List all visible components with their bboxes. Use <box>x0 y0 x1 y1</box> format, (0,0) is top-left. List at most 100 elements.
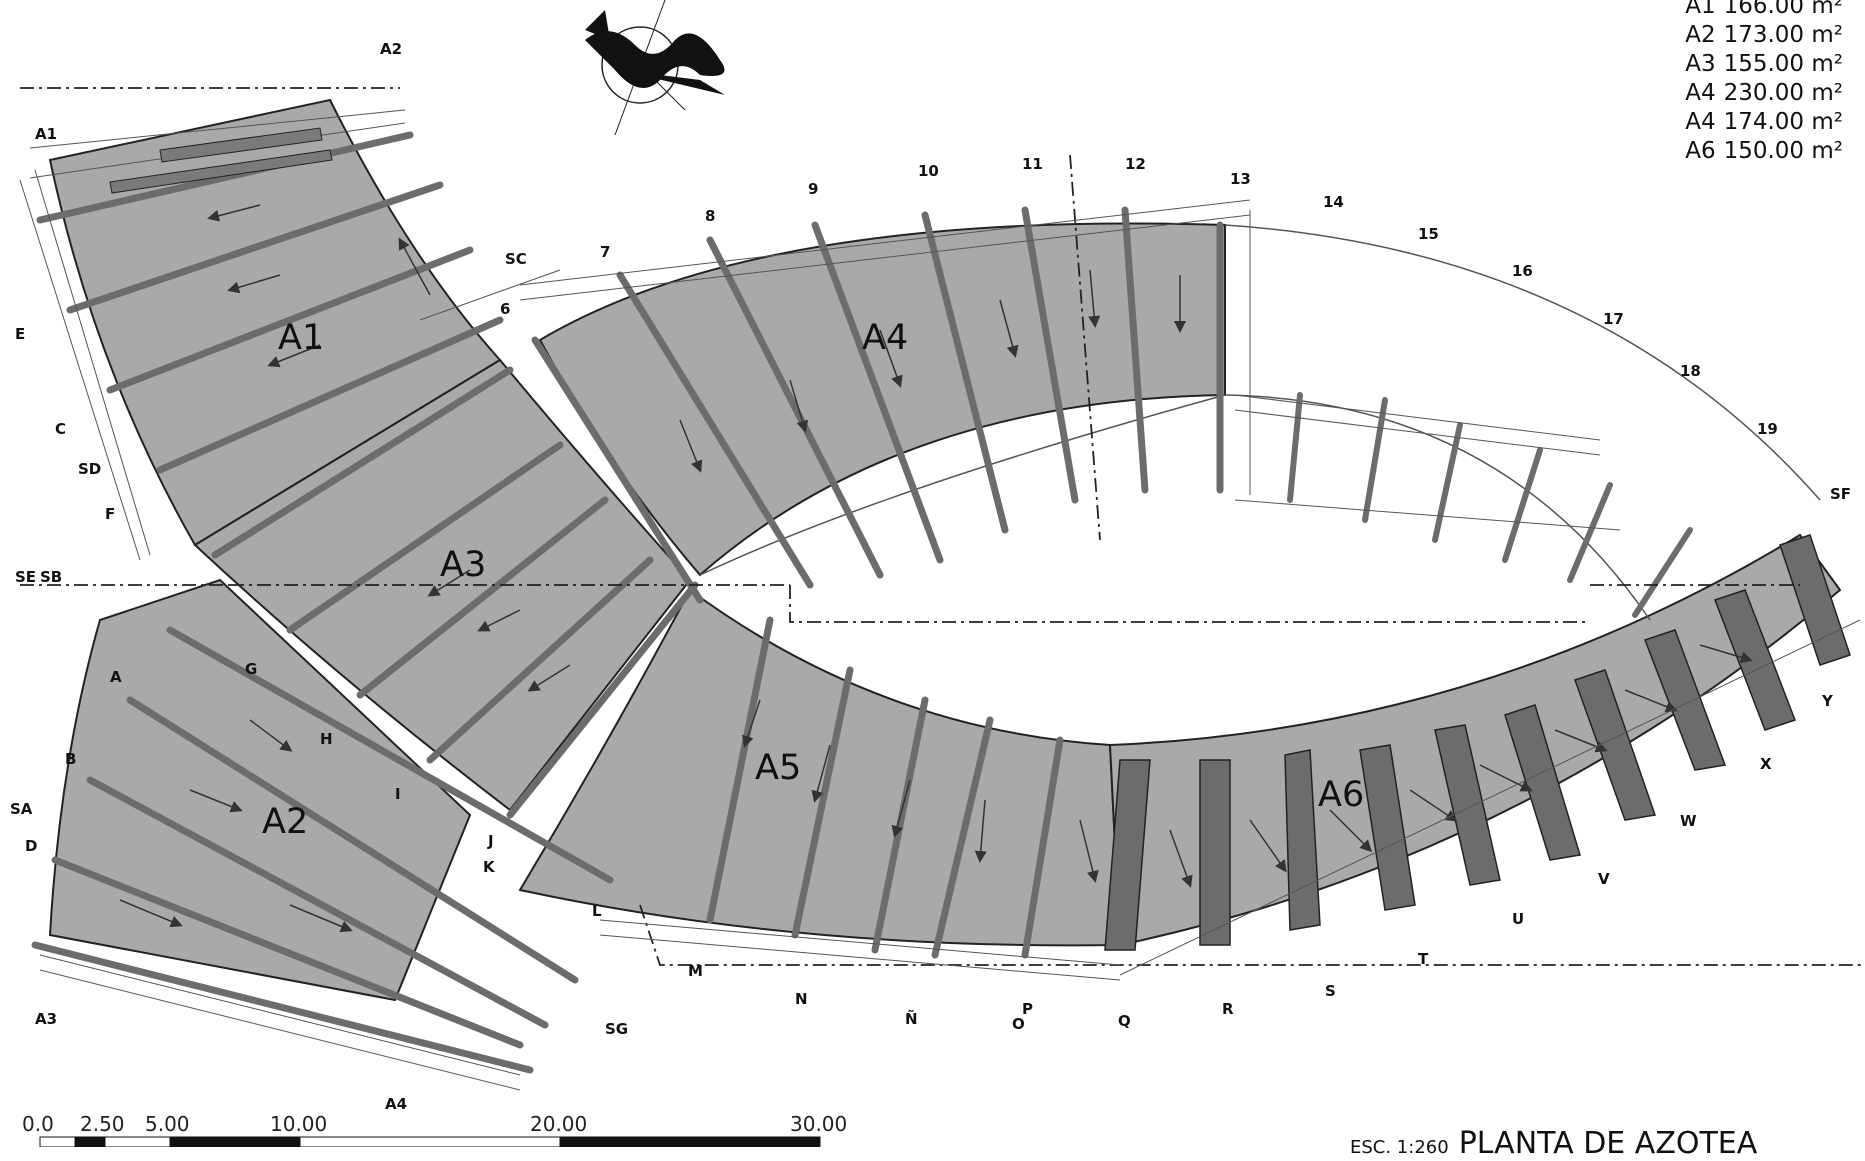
axis-label: U <box>1512 910 1525 928</box>
scale-tick: 5.00 <box>145 1112 190 1136</box>
axis-label: K <box>483 858 495 876</box>
area-label: A4 <box>1685 109 1716 135</box>
axis-label: Y <box>1822 692 1833 710</box>
inner-arc-line <box>1224 394 1651 621</box>
area-row: A4 230.00 m² <box>1685 79 1843 108</box>
roof-parapet-detail <box>109 127 333 194</box>
beams-a6 <box>1104 534 1851 951</box>
axis-label: H <box>320 730 333 748</box>
axis-label: V <box>1598 870 1610 888</box>
inner-arc-line-lower <box>699 394 1226 576</box>
scale-bar <box>39 1136 821 1147</box>
beams-a3 <box>211 366 699 819</box>
beams-a5 <box>706 616 1064 959</box>
axis-label: 19 <box>1757 420 1778 438</box>
beams-a2 <box>31 626 614 1074</box>
axis-label: G <box>245 660 258 678</box>
outer-arc-line <box>1224 224 1821 501</box>
axis-label: P <box>1022 1000 1033 1018</box>
axis-label: B <box>65 750 77 768</box>
zone-a2-slab <box>48 578 472 1002</box>
axis-label: S <box>1325 982 1336 1000</box>
axis-label: 13 <box>1230 170 1251 188</box>
area-value: 166.00 m² <box>1723 0 1843 19</box>
axis-label: C <box>55 420 67 438</box>
area-value: 173.00 m² <box>1723 22 1843 48</box>
zone-label-a5: A5 <box>755 748 802 788</box>
axis-label: L <box>592 902 602 920</box>
beams-a4 <box>531 206 1224 604</box>
zone-label-a4: A4 <box>862 318 909 358</box>
dimension-lines <box>19 109 1861 1091</box>
section-marker: SC <box>505 250 527 268</box>
area-value: 150.00 m² <box>1723 138 1843 164</box>
beams-a1 <box>36 131 504 474</box>
area-label: A3 <box>1685 51 1716 77</box>
area-row: A1 166.00 m² <box>1685 0 1843 21</box>
axis-label: T <box>1418 950 1429 968</box>
axis-label: J <box>488 832 494 850</box>
plan-scale: ESC. 1:260 <box>1350 1137 1449 1158</box>
zone-a5-slab <box>518 588 1122 947</box>
axis-label: 6 <box>500 300 511 318</box>
plan-name: PLANTA DE AZOTEA <box>1458 1126 1758 1161</box>
north-arrow-icon <box>585 0 725 136</box>
area-label: A4 <box>1685 80 1716 106</box>
section-marker: SF <box>1830 485 1852 503</box>
axis-label: A2 <box>380 40 403 58</box>
axis-label: A4 <box>385 1095 408 1113</box>
area-row: A2 173.00 m² <box>1685 21 1843 50</box>
area-row: A3 155.00 m² <box>1685 50 1843 79</box>
scale-tick: 20.00 <box>530 1112 588 1136</box>
beams-right-upper <box>1287 392 1693 618</box>
axis-label: I <box>395 785 401 803</box>
scale-tick: 10.00 <box>270 1112 328 1136</box>
axis-label: E <box>15 325 26 343</box>
axis-label: A3 <box>35 1010 58 1028</box>
zone-label-a1: A1 <box>278 318 325 358</box>
zone-label-a2: A2 <box>262 802 309 842</box>
section-lines <box>20 87 1865 966</box>
axis-label: 9 <box>808 180 819 198</box>
axis-label: M <box>688 962 703 980</box>
axis-label: 17 <box>1603 310 1624 328</box>
section-marker: SD <box>78 460 102 478</box>
area-row: A6 150.00 m² <box>1685 137 1843 166</box>
axis-label: N <box>795 990 808 1008</box>
slope-arrows <box>119 204 1753 933</box>
axis-label: A <box>110 668 122 686</box>
area-label: A1 <box>1685 0 1716 19</box>
area-table: A1 166.00 m² A2 173.00 m² A3 155.00 m² A… <box>1685 0 1843 166</box>
area-value: 174.00 m² <box>1723 109 1843 135</box>
section-marker: SB <box>40 568 63 586</box>
axis-label: 7 <box>600 243 611 261</box>
axis-label: Q <box>1118 1012 1131 1030</box>
axis-label: O <box>1012 1015 1025 1033</box>
axis-label: F <box>105 505 116 523</box>
axis-label: Ñ <box>905 1010 918 1028</box>
scale-tick: 0.0 <box>22 1112 54 1136</box>
area-value: 230.00 m² <box>1723 80 1843 106</box>
section-marker: SA <box>10 800 33 818</box>
scale-tick: 2.50 <box>80 1112 125 1136</box>
axis-label: X <box>1760 755 1772 773</box>
axis-label: 18 <box>1680 362 1701 380</box>
section-marker: SE <box>15 568 37 586</box>
area-value: 155.00 m² <box>1723 51 1843 77</box>
axis-label: 14 <box>1323 193 1344 211</box>
area-row: A4 174.00 m² <box>1685 108 1843 137</box>
zone-label-a6: A6 <box>1318 775 1365 815</box>
axis-label: 12 <box>1125 155 1146 173</box>
axis-label: W <box>1680 812 1697 830</box>
scale-tick: 30.00 <box>790 1112 848 1136</box>
zone-label-a3: A3 <box>440 545 487 585</box>
area-label: A2 <box>1685 22 1716 48</box>
axis-label: 11 <box>1022 155 1043 173</box>
axis-label: 16 <box>1512 262 1533 280</box>
section-marker: SG <box>605 1020 629 1038</box>
axis-label: 8 <box>705 207 716 225</box>
axis-label: 10 <box>918 162 939 180</box>
axis-label: R <box>1222 1000 1234 1018</box>
axis-label: 15 <box>1418 225 1439 243</box>
